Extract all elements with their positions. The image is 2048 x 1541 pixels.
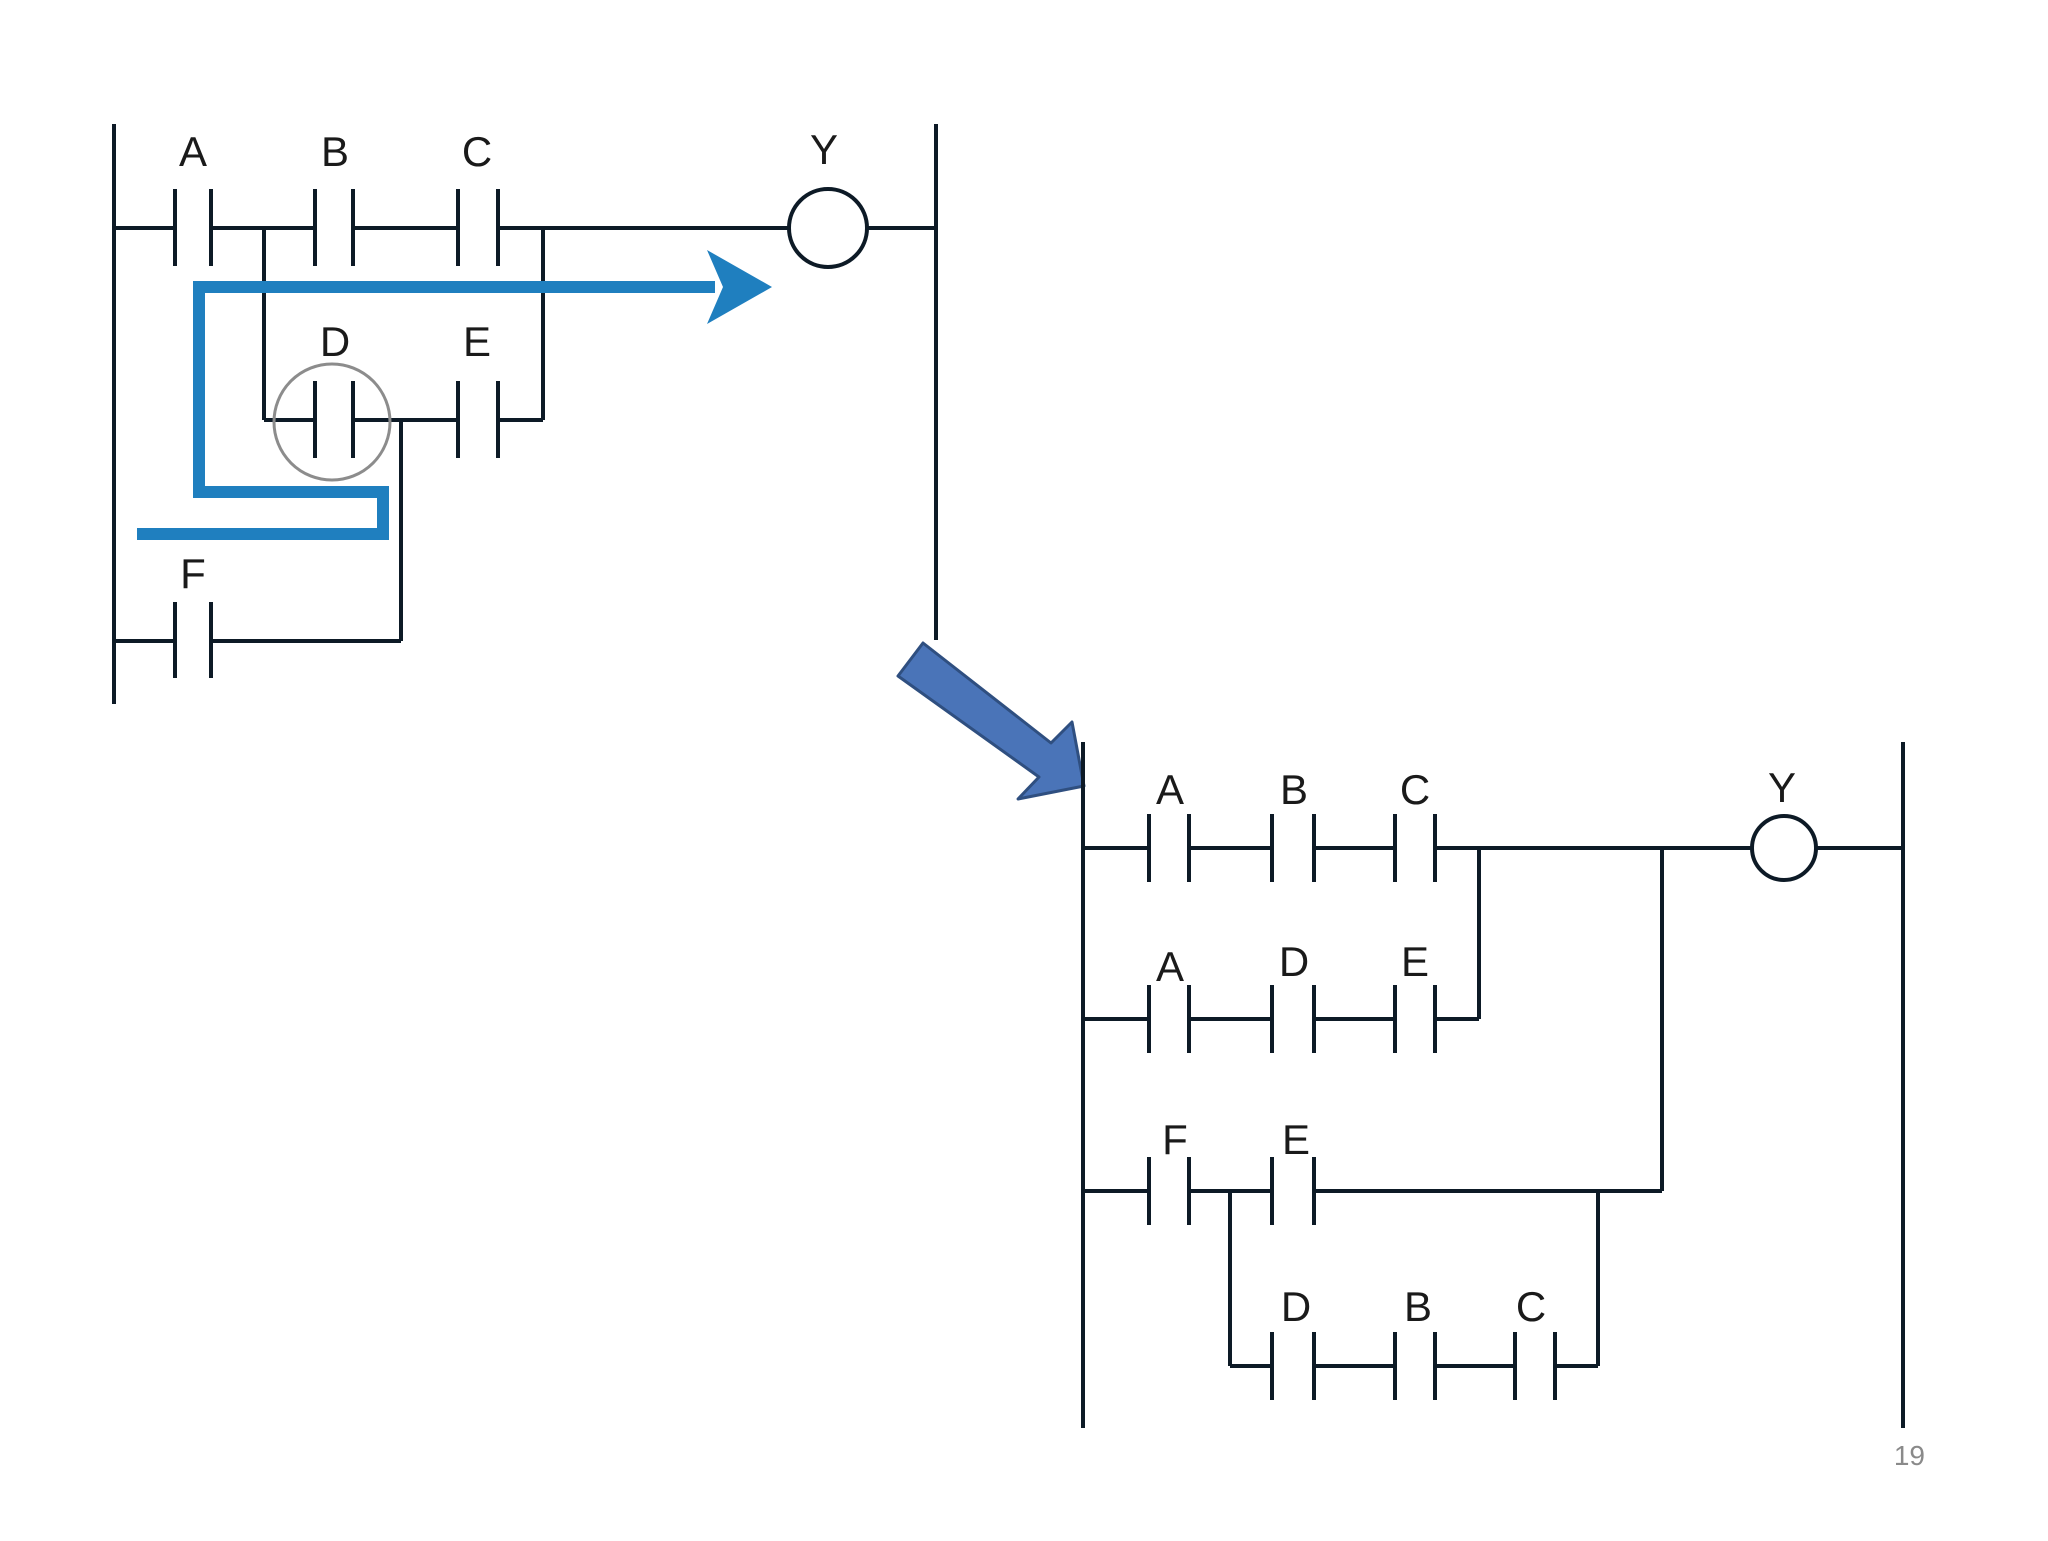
original-ladder: A B C D E F Y [112,124,938,704]
highlight-circle [272,362,392,482]
contact-C: C [1513,1283,1557,1400]
contact-A: A [173,128,213,266]
contact-label: F [1162,1116,1188,1163]
contact-label: C [1400,766,1430,813]
contact-A: A [1147,766,1191,882]
contact-B: B [1393,1283,1437,1400]
contact-label: C [462,128,492,175]
contact-E: E [456,318,500,458]
coil-label: Y [810,126,838,173]
contact-D: D [313,318,355,458]
contact-F: F [1147,1116,1191,1225]
contact-label: C [1516,1283,1546,1330]
contact-B: B [1270,766,1316,882]
coil-label: Y [1768,764,1796,811]
blue-path-arrow-icon [137,250,772,540]
contact-label: B [1404,1283,1432,1330]
contact-F: F [173,550,213,678]
coil-Y: Y [1750,764,1818,882]
contact-label: D [320,318,350,365]
contact-label: F [180,550,206,597]
contact-label: A [1156,766,1184,813]
contact-label: D [1281,1283,1311,1330]
contact-E: E [1270,1116,1316,1225]
contact-label: E [1401,938,1429,985]
converted-ladder: A B C Y A D E [1081,742,1905,1428]
contact-label: A [1156,943,1184,990]
contact-D: D [1270,1283,1316,1400]
contact-E: E [1393,938,1437,1053]
contact-label: A [179,128,207,175]
contact-label: B [321,128,349,175]
diagonal-block-arrow-icon [896,641,1086,801]
contact-B: B [313,128,355,266]
contact-label: B [1280,766,1308,813]
contact-C: C [1393,766,1437,882]
contact-label: E [1282,1116,1310,1163]
contact-C: C [456,128,500,266]
contact-label: D [1279,938,1309,985]
contact-D: D [1270,938,1316,1053]
page-number: 19 [1893,1440,1925,1471]
contact-label: E [463,318,491,365]
coil-Y: Y [787,126,869,269]
contact-A: A [1147,943,1191,1053]
